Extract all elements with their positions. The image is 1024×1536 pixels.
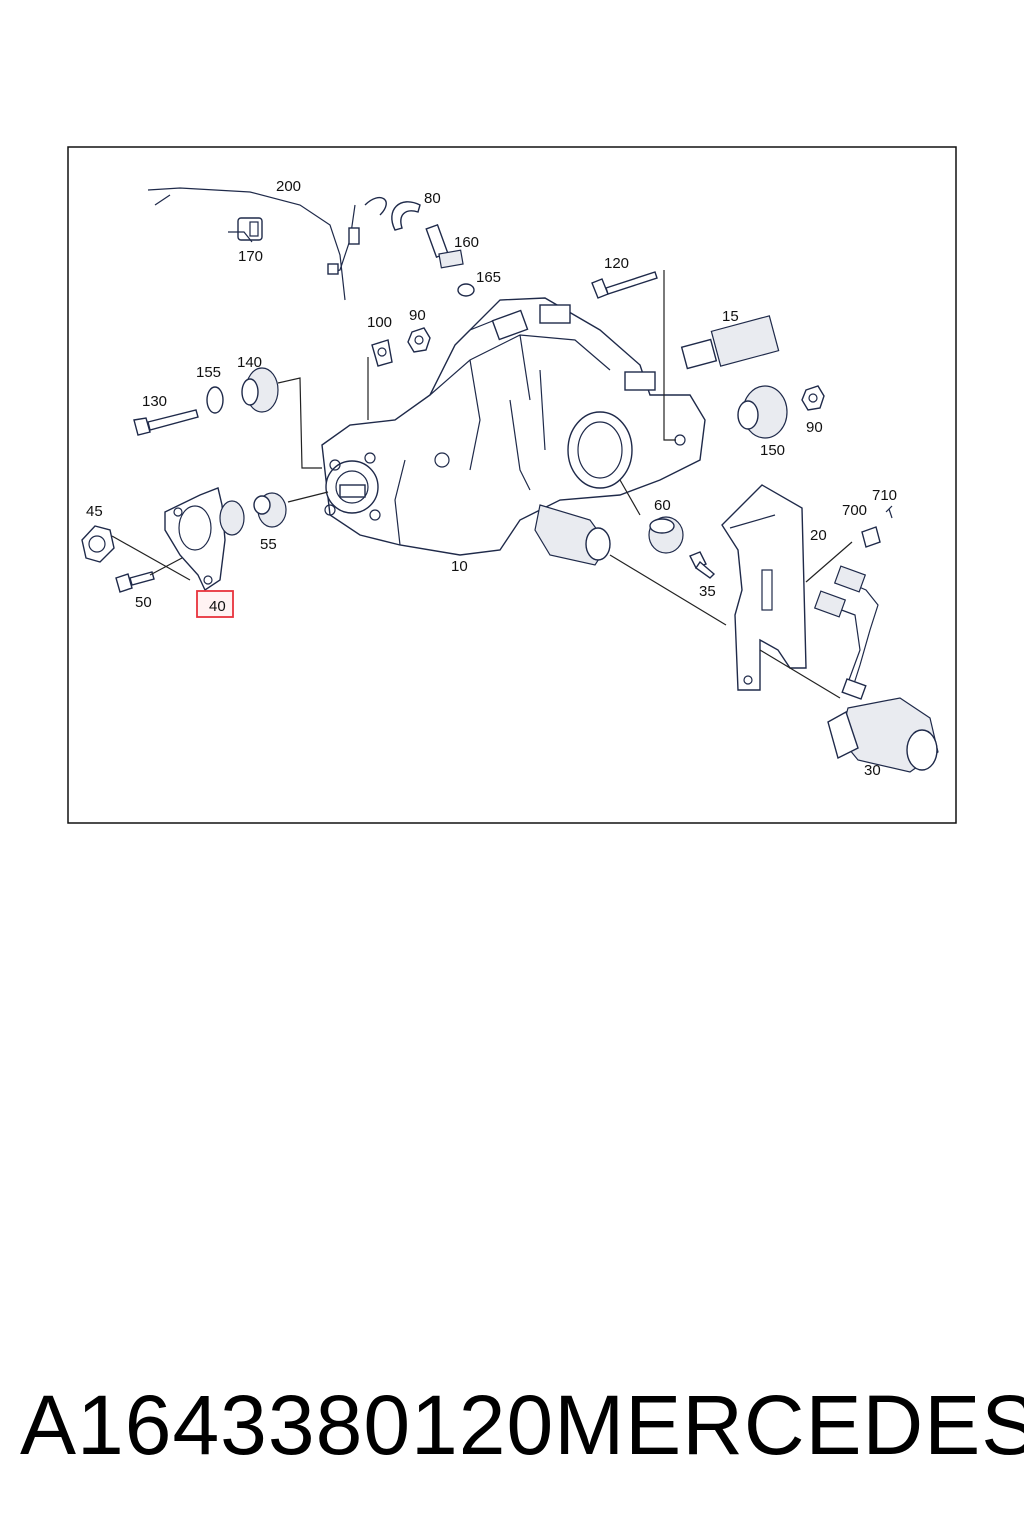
bushing-140 — [241, 367, 279, 413]
bracket-20 — [721, 484, 807, 691]
sensor-15 — [680, 315, 780, 370]
bracket-100 — [371, 339, 393, 367]
label-45: 45 — [86, 503, 103, 520]
nut-90-top — [407, 327, 431, 353]
brand-name: MERCEDES — [554, 1377, 1024, 1472]
label-60: 60 — [654, 497, 671, 514]
label-80: 80 — [424, 190, 441, 207]
label-120: 120 — [604, 255, 629, 272]
leader-lines — [111, 270, 853, 699]
breather-160 — [425, 223, 464, 269]
label-10: 10 — [451, 558, 468, 575]
label-700: 700 — [842, 502, 867, 519]
nut-45 — [81, 525, 115, 563]
label-90-right: 90 — [806, 419, 823, 436]
label-90-top: 90 — [409, 307, 426, 324]
bolt-50 — [115, 571, 155, 593]
washer-155 — [206, 386, 224, 414]
bolt-120 — [591, 271, 658, 299]
highlight-box[interactable] — [196, 590, 234, 618]
label-15: 15 — [722, 308, 739, 325]
label-20: 20 — [810, 527, 827, 544]
screw-710 — [885, 505, 893, 519]
bolt-130 — [133, 409, 199, 436]
clip-170 — [228, 217, 263, 243]
label-155: 155 — [196, 364, 221, 381]
label-50: 50 — [135, 594, 152, 611]
highlighted-part-label[interactable]: 40 — [196, 590, 234, 618]
bushing-60 — [648, 516, 684, 554]
label-40: 40 — [209, 598, 226, 615]
wire-harness-200 — [147, 187, 360, 301]
differential-housing — [321, 297, 706, 556]
label-160: 160 — [454, 234, 479, 251]
flange-40 — [164, 487, 245, 592]
housing-actuator — [534, 504, 611, 566]
label-170: 170 — [238, 248, 263, 265]
bolt-35 — [689, 551, 716, 579]
label-165: 165 — [476, 269, 501, 286]
label-150: 150 — [760, 442, 785, 459]
washer-165 — [457, 283, 475, 297]
label-100: 100 — [367, 314, 392, 331]
hose-80 — [364, 196, 421, 231]
label-710: 710 — [872, 487, 897, 504]
label-200: 200 — [276, 178, 301, 195]
caption-bar: A1643380120 MERCEDES — [20, 1370, 1024, 1480]
connector-700 — [861, 526, 881, 548]
nut-90-right — [801, 385, 825, 411]
motor-30 — [813, 565, 939, 773]
mount-150 — [737, 385, 788, 439]
label-35: 35 — [699, 583, 716, 600]
label-55: 55 — [260, 536, 277, 553]
label-130: 130 — [142, 393, 167, 410]
bushing-55 — [253, 492, 287, 528]
label-30: 30 — [864, 762, 881, 779]
label-140: 140 — [237, 354, 262, 371]
part-number: A1643380120 — [20, 1377, 555, 1472]
